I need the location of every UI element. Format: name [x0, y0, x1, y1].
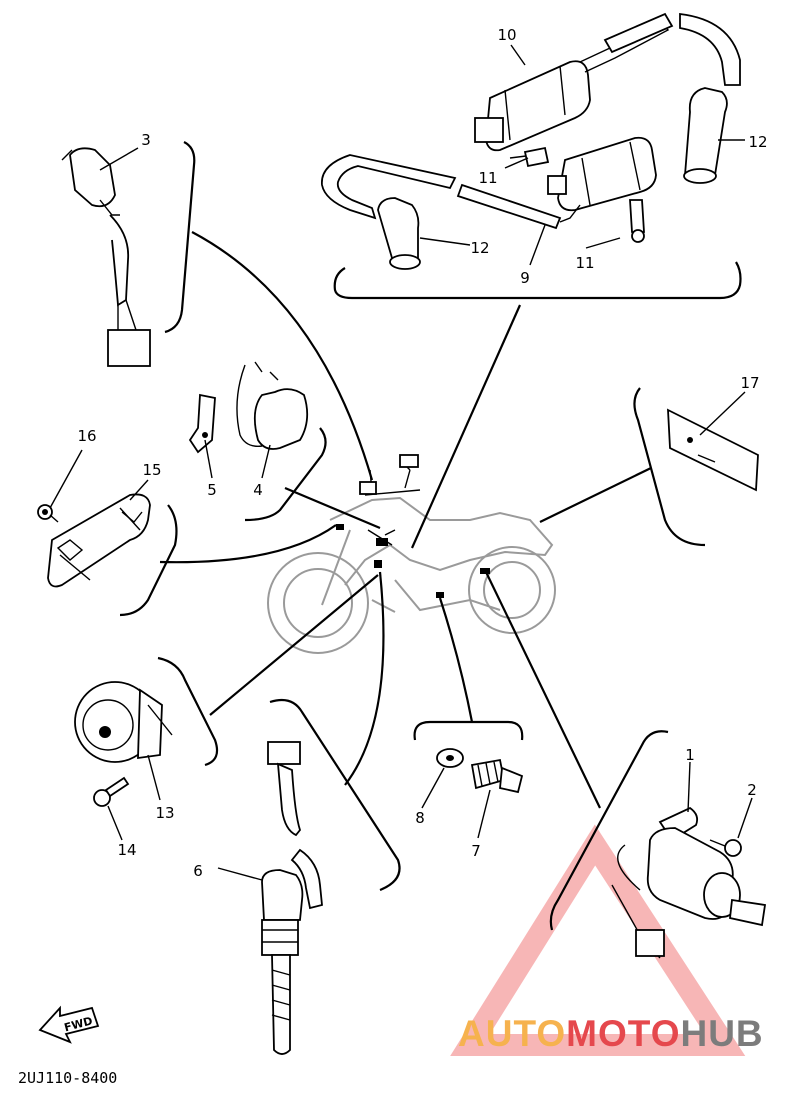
- part-12-plug-cap-lower: [377, 197, 421, 270]
- label-3: 3: [141, 131, 151, 149]
- label-5: 5: [207, 481, 217, 499]
- part6-bracket: [269, 698, 401, 892]
- part-14-bolt: [93, 776, 130, 807]
- label-8: 8: [415, 809, 425, 827]
- label-17: 17: [740, 374, 759, 392]
- label-12b: 12: [470, 239, 489, 257]
- watermark-part-3: HUB: [680, 1013, 763, 1054]
- coil-group-bracket: [333, 261, 742, 300]
- diagram-code: 2UJ110-8400: [18, 1069, 117, 1087]
- part-15-reflector: [47, 493, 151, 588]
- label-7: 7: [471, 842, 481, 860]
- part1516-bracket: [119, 504, 178, 617]
- label-1: 1: [685, 746, 695, 764]
- part78-bracket: [413, 720, 524, 741]
- part-1-main-switch: [611, 806, 767, 959]
- part-2-screw: [709, 839, 742, 857]
- part-11-bolt-lower: [629, 199, 645, 243]
- label-10: 10: [497, 26, 516, 44]
- part-8-washer: [436, 748, 464, 768]
- watermark-part-1: AUTO: [458, 1013, 566, 1054]
- watermark-part-2: MOTO: [566, 1013, 680, 1054]
- part17-bracket: [633, 387, 706, 547]
- svg-text:AUTOMOTOHUB: AUTOMOTOHUB: [458, 1013, 764, 1054]
- part-3-switch: [61, 147, 151, 367]
- part-6-switch: [261, 741, 323, 1055]
- label-4: 4: [253, 481, 263, 499]
- watermark-text: AUTOMOTOHUB: [458, 1013, 764, 1054]
- part-13-horn: [74, 681, 173, 763]
- part-7-switch-screw: [470, 758, 524, 794]
- part-10-hightension-lead: [603, 12, 741, 86]
- part45-bracket: [244, 427, 327, 522]
- part-11-bolt-upper: [509, 146, 550, 168]
- part-labels: 1 2 3 4 5 6 7 8 9 10 11 11 12 12 13 14 1…: [77, 26, 767, 880]
- part-16-nut: [37, 504, 59, 523]
- label-11b: 11: [575, 254, 594, 272]
- forward-arrow-icon: FWD: [38, 1005, 100, 1044]
- label-6: 6: [193, 862, 203, 880]
- label-9: 9: [520, 269, 530, 287]
- label-leaders: [49, 44, 753, 881]
- part-4-pickup-coil: [236, 361, 309, 450]
- part1314-bracket: [157, 656, 219, 767]
- label-13: 13: [155, 804, 174, 822]
- group-brackets: [119, 141, 742, 931]
- leader-lines: [159, 231, 652, 809]
- label-11a: 11: [478, 169, 497, 187]
- part12-bracket: [549, 730, 669, 931]
- part-12-plug-cap-upper: [683, 87, 728, 184]
- label-12a: 12: [748, 133, 767, 151]
- part3-bracket: [164, 141, 196, 334]
- motorcycle-silhouette: [267, 496, 556, 654]
- label-2: 2: [747, 781, 757, 799]
- part-9-ignition-coil: [547, 136, 657, 223]
- label-15: 15: [142, 461, 161, 479]
- part-17-reflector: [667, 408, 759, 492]
- label-16: 16: [77, 427, 96, 445]
- part-5-bracket-plate: [188, 393, 216, 454]
- label-14: 14: [117, 841, 136, 859]
- wire-harness: [336, 454, 490, 598]
- part-10-ignition-coil: [474, 21, 670, 152]
- part-9-hightension-lead: [321, 154, 562, 230]
